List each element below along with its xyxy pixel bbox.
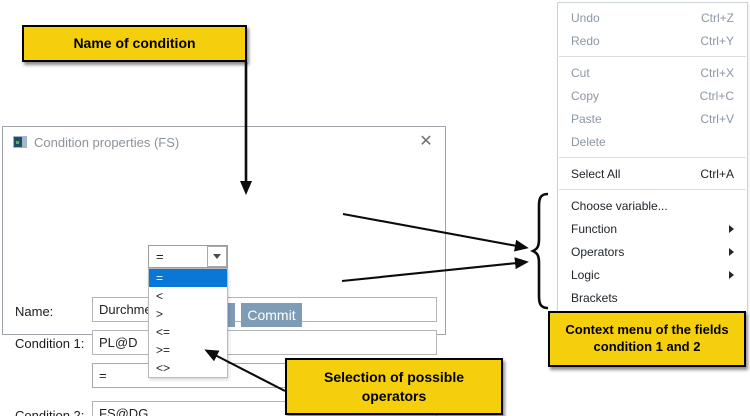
- submenu-arrow-icon: [729, 247, 734, 256]
- operator-option-gt[interactable]: >: [156, 307, 164, 321]
- menu-separator: [559, 157, 746, 158]
- submenu-arrow-icon: [729, 224, 734, 233]
- callout-name-of-condition: Name of condition: [22, 25, 247, 62]
- menu-item-logic[interactable]: Logic: [558, 263, 747, 286]
- operator-combobox-open[interactable]: =: [148, 245, 228, 268]
- callout-selection-of-operators: Selection of possible operators: [285, 358, 503, 415]
- condition2-label: Condition 2:: [15, 408, 85, 416]
- menu-item-brackets[interactable]: Brackets: [571, 290, 618, 305]
- menu-item-operators[interactable]: Operators: [558, 240, 747, 263]
- menu-item-copy[interactable]: Copy Ctrl+C: [571, 88, 734, 103]
- condition1-label: Condition 1:: [15, 336, 85, 351]
- chevron-down-icon: [213, 254, 221, 259]
- window-icon: [13, 136, 27, 148]
- close-icon[interactable]: ✕: [419, 133, 433, 150]
- operator-option-lt[interactable]: <: [156, 289, 164, 303]
- menu-item-choose-variable[interactable]: Choose variable...: [571, 198, 668, 213]
- dialog-titlebar[interactable]: Condition properties (FS) ✕: [3, 127, 445, 157]
- dialog-title: Condition properties (FS): [34, 135, 180, 150]
- menu-separator: [559, 56, 746, 57]
- menu-item-paste[interactable]: Paste Ctrl+V: [571, 111, 734, 126]
- callout-context-menu: Context menu of the fields condition 1 a…: [548, 311, 746, 367]
- operator-option-eq[interactable]: =: [149, 269, 227, 287]
- menu-item-function[interactable]: Function: [558, 217, 747, 240]
- open-combobox-dropdown-button[interactable]: [207, 246, 227, 267]
- operator-option-lte[interactable]: <=: [156, 325, 171, 339]
- menu-item-delete[interactable]: Delete: [571, 134, 606, 149]
- open-combobox-value: =: [156, 249, 164, 264]
- menu-separator: [559, 189, 746, 190]
- menu-item-undo[interactable]: Undo Ctrl+Z: [571, 10, 734, 25]
- commit-button[interactable]: Commit: [241, 303, 302, 327]
- curly-brace: [530, 192, 549, 310]
- operator-option-gte[interactable]: >=: [156, 343, 171, 357]
- menu-item-cut[interactable]: Cut Ctrl+X: [571, 65, 734, 80]
- operator-combobox-value: =: [99, 368, 107, 383]
- operator-option-neq[interactable]: <>: [156, 361, 171, 375]
- menu-item-select-all[interactable]: Select All Ctrl+A: [571, 166, 734, 181]
- name-label: Name:: [15, 304, 54, 319]
- operator-dropdown-list: = < > <= >= <>: [148, 268, 228, 378]
- condition1-input[interactable]: [92, 330, 437, 355]
- submenu-arrow-icon: [729, 270, 734, 279]
- menu-item-redo[interactable]: Redo Ctrl+Y: [571, 33, 734, 48]
- context-menu: Undo Ctrl+Z Redo Ctrl+Y Cut Ctrl+X Copy …: [557, 2, 748, 313]
